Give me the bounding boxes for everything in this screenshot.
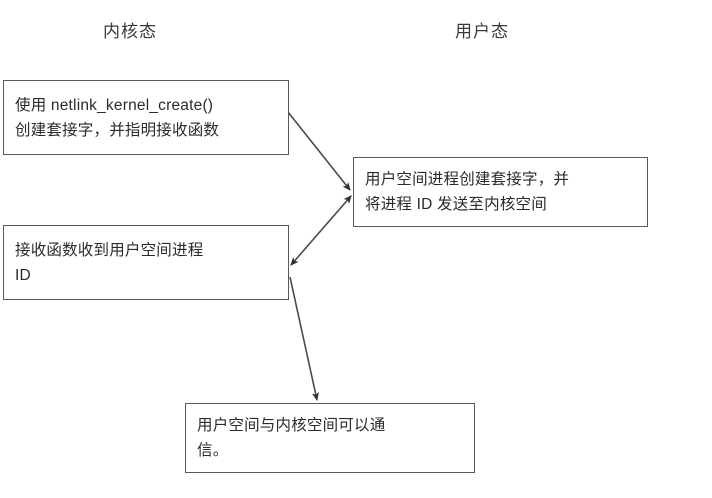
node-kernel-create-label: 使用 netlink_kernel_create() 创建套接字，并指明接收函数 — [15, 96, 220, 139]
column-header-kernel-mode: 内核态 — [103, 22, 157, 41]
edge-kernel-create-to-user-create — [287, 111, 351, 191]
node-user-create-label: 用户空间进程创建套接字，并 将进程 ID 发送至内核空间 — [365, 171, 570, 213]
node-can-communicate-label: 用户空间与内核空间可以通 信。 — [197, 417, 386, 459]
edge-recv-pid-to-can-communicate — [289, 276, 319, 401]
node-user-create: 用户空间进程创建套接字，并 将进程 ID 发送至内核空间 — [353, 157, 648, 227]
node-recv-pid-label: 接收函数收到用户空间进程 ID — [15, 241, 204, 284]
column-header-user-mode: 用户态 — [455, 22, 509, 41]
node-kernel-create: 使用 netlink_kernel_create() 创建套接字，并指明接收函数 — [3, 80, 289, 155]
edge-user-create-to-recv-pid — [290, 195, 352, 266]
node-recv-pid: 接收函数收到用户空间进程 ID — [3, 225, 289, 300]
node-can-communicate: 用户空间与内核空间可以通 信。 — [185, 403, 475, 473]
